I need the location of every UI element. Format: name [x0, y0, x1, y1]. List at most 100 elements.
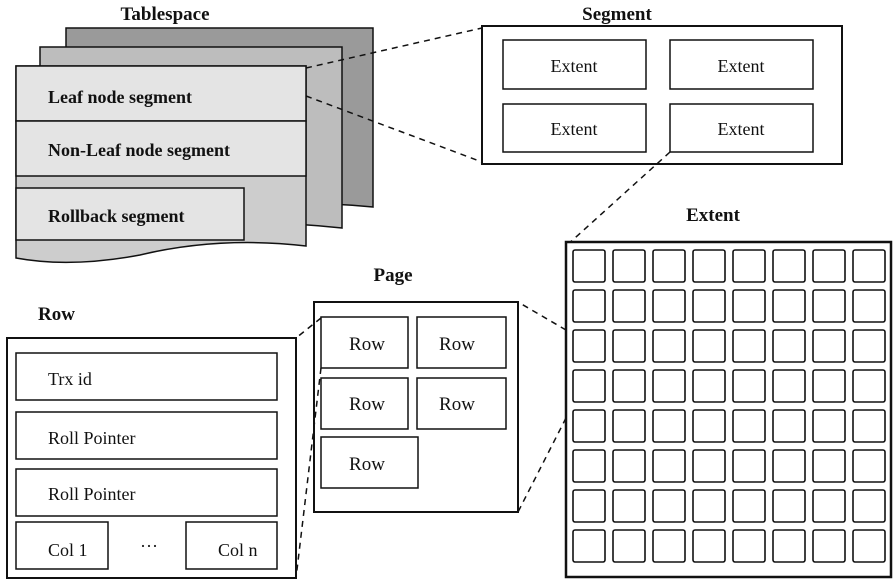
extent-page-cell — [812, 489, 846, 523]
extent-page-cell — [812, 289, 846, 323]
extent-page-cell — [812, 529, 846, 563]
extent-page-cell — [572, 329, 606, 363]
page-row-label: Row — [349, 334, 385, 355]
segment-title: Segment — [582, 4, 652, 25]
connector-page-row-bottom — [295, 367, 322, 579]
rollback-segment-box — [15, 187, 245, 241]
rollback-segment-label: Rollback segment — [48, 206, 185, 226]
page-title: Page — [373, 265, 412, 286]
extent-page-cell — [772, 529, 806, 563]
tablespace-title: Tablespace — [120, 4, 209, 25]
extent-page-cell — [572, 489, 606, 523]
extent-page-cell — [652, 489, 686, 523]
row-col-ellipsis: ··· — [140, 536, 158, 556]
row-field-label: Roll Pointer — [48, 428, 136, 448]
segment-extent-label: Extent — [718, 56, 765, 76]
extent-page-cell — [612, 289, 646, 323]
extent-page-cell — [652, 329, 686, 363]
extent-page-cell — [692, 409, 726, 443]
extent-page-cell — [812, 449, 846, 483]
extent-page-cell — [812, 249, 846, 283]
extent-group: Extent — [564, 205, 893, 579]
extent-page-cell — [732, 529, 766, 563]
extent-title: Extent — [686, 205, 741, 226]
extent-page-cell — [772, 409, 806, 443]
connector-segment-extent — [565, 151, 671, 247]
row-field-box — [15, 411, 278, 460]
extent-page-cell — [612, 369, 646, 403]
extent-page-cell — [732, 329, 766, 363]
extent-page-cell — [772, 449, 806, 483]
extent-page-cell — [852, 449, 886, 483]
extent-page-cell — [612, 329, 646, 363]
page-row-box — [320, 377, 409, 430]
extent-page-cell — [732, 449, 766, 483]
extent-page-cell — [652, 249, 686, 283]
page-row-label: Row — [439, 394, 475, 415]
row-field-label: Trx id — [48, 369, 92, 389]
segment-extent-label: Extent — [551, 119, 598, 139]
extent-page-cell — [812, 369, 846, 403]
segment-group: Segment Extent Extent Extent Extent — [481, 4, 843, 165]
extent-page-cell — [572, 249, 606, 283]
extent-page-cell — [612, 489, 646, 523]
extent-page-cell — [852, 289, 886, 323]
extent-page-cell — [572, 529, 606, 563]
page-group: Page Row Row Row Row Row — [313, 265, 519, 513]
extent-page-cell — [732, 249, 766, 283]
extent-page-cell — [692, 289, 726, 323]
segment-extent-box — [669, 39, 814, 90]
segment-extent-label: Extent — [551, 56, 598, 76]
extent-page-cell — [612, 529, 646, 563]
connector-extent-page-bottom — [517, 417, 567, 513]
extent-page-cell — [692, 329, 726, 363]
row-group: Row Trx id Roll Pointer Roll Pointer Col… — [6, 304, 297, 579]
extent-page-cell — [652, 449, 686, 483]
non-leaf-node-segment-box — [15, 120, 307, 177]
page-row-box — [416, 316, 507, 369]
extent-page-grid — [572, 249, 886, 563]
extent-page-cell — [852, 369, 886, 403]
extent-page-cell — [692, 249, 726, 283]
page-row-box — [320, 316, 409, 369]
extent-page-cell — [572, 449, 606, 483]
segment-extent-box — [669, 103, 814, 153]
extent-page-cell — [652, 289, 686, 323]
extent-page-cell — [732, 369, 766, 403]
extent-page-cell — [612, 449, 646, 483]
extent-page-cell — [852, 409, 886, 443]
extent-page-cell — [772, 289, 806, 323]
extent-page-cell — [772, 489, 806, 523]
page-row-label: Row — [349, 454, 385, 475]
extent-page-cell — [652, 529, 686, 563]
extent-page-cell — [852, 489, 886, 523]
leaf-node-segment-box — [15, 65, 307, 122]
page-row-label: Row — [439, 334, 475, 355]
extent-page-cell — [652, 369, 686, 403]
segment-extent-box — [502, 103, 647, 153]
row-col-first-label: Col 1 — [48, 540, 88, 560]
extent-page-cell — [572, 289, 606, 323]
row-col-first-box — [15, 521, 109, 570]
connector-tablespace-segment-bottom — [305, 95, 483, 163]
extent-page-cell — [572, 369, 606, 403]
extent-page-cell — [612, 409, 646, 443]
extent-page-cell — [772, 329, 806, 363]
extent-page-cell — [852, 249, 886, 283]
extent-page-cell — [692, 489, 726, 523]
page-row-box — [416, 377, 507, 430]
extent-page-cell — [572, 409, 606, 443]
extent-page-cell — [612, 249, 646, 283]
extent-page-cell — [852, 529, 886, 563]
extent-page-cell — [732, 289, 766, 323]
non-leaf-node-segment-label: Non-Leaf node segment — [48, 140, 230, 160]
segment-extent-box — [502, 39, 647, 90]
connector-page-row-top — [295, 317, 322, 339]
leaf-node-segment-label: Leaf node segment — [48, 87, 192, 107]
extent-page-cell — [812, 409, 846, 443]
page-row-label: Row — [349, 394, 385, 415]
extent-page-cell — [652, 409, 686, 443]
extent-page-cell — [812, 329, 846, 363]
connector-tablespace-segment-top — [305, 27, 483, 69]
